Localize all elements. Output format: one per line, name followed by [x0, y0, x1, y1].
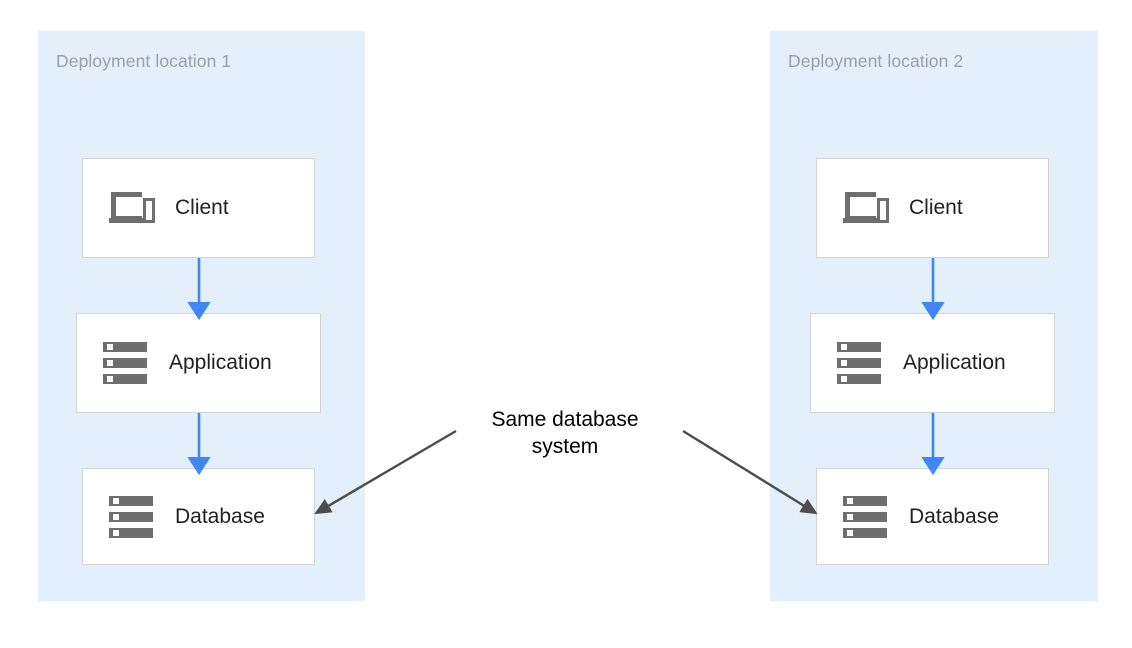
node-database-1[interactable]: Database [82, 468, 315, 565]
node-application-2[interactable]: Application [810, 313, 1055, 413]
server-rack-icon [105, 491, 161, 543]
server-rack-icon [99, 337, 155, 389]
zone-2-title: Deployment location 2 [788, 51, 964, 71]
node-database-2[interactable]: Database [816, 468, 1049, 565]
node-database-2-label: Database [909, 504, 999, 528]
node-client-2-label: Client [909, 196, 963, 219]
zone-1-title: Deployment location 1 [56, 51, 232, 71]
node-database-1-label: Database [175, 504, 265, 528]
node-client-1-label: Client [175, 196, 229, 219]
node-application-2-label: Application [903, 351, 1006, 374]
server-rack-icon [839, 491, 895, 543]
annotation-line-2: system [531, 435, 599, 458]
devices-icon [839, 182, 895, 234]
node-application-1-label: Application [169, 351, 272, 374]
devices-icon [105, 182, 161, 234]
annotation-same-database-system: Same database system [455, 406, 675, 460]
node-application-1[interactable]: Application [76, 313, 321, 413]
server-rack-icon [833, 337, 889, 389]
annotation-line-1: Same database [491, 408, 639, 431]
node-client-1[interactable]: Client [82, 158, 315, 258]
node-client-2[interactable]: Client [816, 158, 1049, 258]
